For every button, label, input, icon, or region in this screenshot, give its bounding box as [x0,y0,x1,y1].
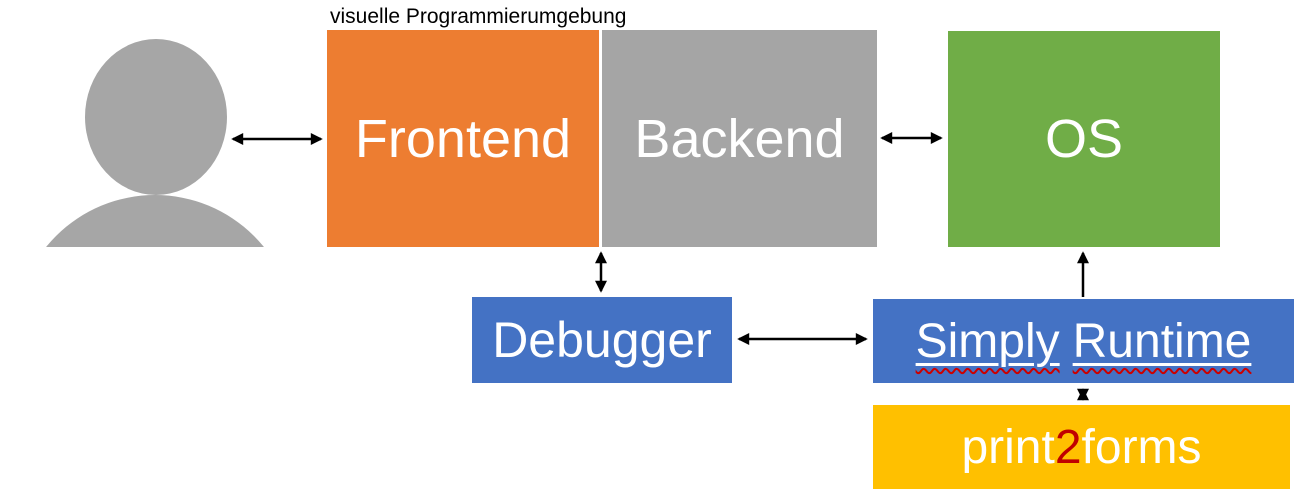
node-simply-runtime-word1: Simply [915,314,1060,368]
node-simply-runtime-word2: Runtime [1072,314,1252,368]
node-simply-runtime: Simply Runtime [873,299,1294,383]
node-debugger-label: Debugger [492,312,712,368]
diagram-title: visuelle Programmierumgebung [330,5,627,28]
node-debugger: Debugger [472,297,732,383]
node-frontend-label: Frontend [354,108,572,169]
print2forms-digit: 2 [1054,420,1082,474]
node-os: OS [948,31,1220,247]
node-backend: Backend [602,30,877,247]
person-silhouette-icon [46,39,264,247]
node-frontend: Frontend [327,30,599,247]
node-print2forms: print2forms [873,405,1290,489]
node-os-label: OS [1044,109,1124,169]
node-backend-label: Backend [634,108,845,169]
node-print2forms-label: print2forms [961,420,1202,474]
